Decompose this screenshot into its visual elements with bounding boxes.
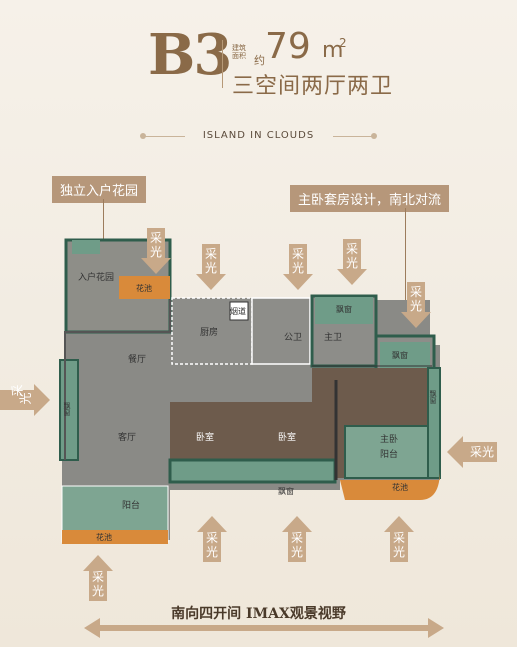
area-unit: m: [322, 38, 344, 63]
arrow-down-icon: [337, 239, 367, 285]
light-arrow-right: 采 光: [447, 436, 497, 468]
divider-right: [333, 136, 373, 137]
light-char-2: 光: [481, 445, 494, 459]
light-char-2: 光: [345, 256, 358, 270]
label-flue: 烟道: [230, 307, 246, 316]
callout-garden: 独立入户花园: [52, 176, 147, 203]
project-name: ISLAND IN CLOUDS: [202, 130, 315, 141]
wall-outline-left: [64, 300, 171, 460]
area-about: 约: [254, 54, 265, 67]
light-char-1: 采: [392, 531, 405, 545]
label-bay-right2: 飘窗: [429, 390, 437, 404]
label-balcony: 阳台: [122, 501, 141, 511]
label-master-bed: 主卧: [380, 435, 399, 445]
divider-dot-left: [140, 133, 146, 139]
light-char-2: 光: [290, 545, 303, 559]
area-label: 建筑面积: [232, 44, 246, 60]
arrow-down-icon: [283, 244, 313, 290]
label-bedroom2: 卧室: [278, 433, 297, 443]
light-char-2: 光: [19, 392, 31, 406]
light-char-1: 采: [204, 247, 217, 261]
light-char-1: 采: [345, 242, 358, 256]
light-char-1: 采: [409, 285, 422, 299]
label-bay-top: 飘窗: [336, 305, 352, 314]
light-arrow-2: 采 光: [196, 244, 226, 290]
divider-dot-right: [371, 133, 377, 139]
label-planter-top: 花池: [136, 284, 152, 293]
planter-top-area: [119, 276, 170, 299]
label-bay-bottom: 飘窗: [278, 487, 294, 496]
arrow-up-icon: [197, 516, 227, 562]
arrow-down-icon: [141, 228, 171, 274]
arrow-up-icon: [83, 555, 113, 601]
arrow-down-icon: [401, 282, 431, 328]
light-arrow-up-3: 采 光: [384, 516, 414, 562]
light-char-2: 光: [91, 584, 104, 598]
bay-top-area: [315, 297, 373, 324]
planter-right-area: [340, 470, 440, 500]
label-bay-left: 飘窗: [63, 402, 71, 416]
footer-caption: 南向四开间 IMAX观景视野: [171, 606, 346, 622]
label-planter-right: 花池: [392, 483, 408, 492]
planter-bottom-area: [62, 530, 168, 544]
light-arrow-up-2: 采 光: [282, 516, 312, 562]
light-char-2: 光: [149, 245, 162, 259]
light-char-2: 光: [204, 261, 217, 275]
label-kitchen: 厨房: [200, 328, 219, 338]
label-dining: 餐厅: [128, 355, 147, 365]
title-divider: [222, 40, 223, 88]
area-value: 79: [265, 26, 311, 67]
light-char-1: 采: [469, 445, 482, 459]
arrow-up-icon: [282, 516, 312, 562]
light-char-1: 采: [205, 531, 218, 545]
label-living: 客厅: [118, 433, 137, 443]
label-master-bath: 主卫: [324, 333, 343, 343]
light-arrow-1: 采 光: [141, 228, 171, 274]
light-char-1: 采: [290, 531, 303, 545]
arrow-down-icon: [196, 244, 226, 290]
entry-window: [72, 240, 100, 254]
label-terrace: 阳台: [380, 450, 399, 460]
light-arrow-up-4: 采 光: [83, 555, 113, 601]
light-char-1: 采: [291, 247, 304, 261]
divider-left: [145, 136, 185, 137]
light-arrow-3: 采 光: [283, 244, 313, 290]
unit-code: B3: [148, 22, 232, 88]
label-planter-bottom: 花池: [96, 533, 112, 542]
bay-right2-area: [427, 367, 441, 479]
public-bath-area: [251, 297, 311, 365]
light-arrow-left: 采 光: [0, 384, 50, 416]
light-char-2: 光: [205, 545, 218, 559]
flue-box: [229, 301, 249, 321]
light-char-2: 光: [409, 299, 422, 313]
bay-bottom-area: [168, 458, 337, 484]
callout-master: 主卧套房设计，南北对流: [290, 185, 450, 212]
bay-right-area: [380, 342, 430, 370]
area-unit-superscript: 2: [339, 36, 347, 50]
callout-master-line: [405, 208, 406, 373]
light-char-2: 光: [291, 261, 304, 275]
light-arrow-5: 采 光: [401, 282, 431, 328]
arrow-right-icon: [0, 384, 50, 416]
light-arrow-4: 采 光: [337, 239, 367, 285]
layout-description: 三空间两厅两卫: [232, 74, 394, 99]
light-char-2: 光: [392, 545, 405, 559]
double-arrow-icon: [84, 618, 444, 638]
light-char-1: 采: [149, 231, 162, 245]
label-public-bath: 公卫: [284, 333, 303, 343]
arrow-left-icon: [447, 436, 497, 468]
light-char-1: 采: [91, 570, 104, 584]
light-arrow-up-1: 采 光: [197, 516, 227, 562]
label-bay-right: 飘窗: [392, 351, 408, 360]
arrow-up-icon: [384, 516, 414, 562]
label-bedroom1: 卧室: [196, 433, 215, 443]
label-entry-garden: 入户花园: [78, 273, 115, 283]
